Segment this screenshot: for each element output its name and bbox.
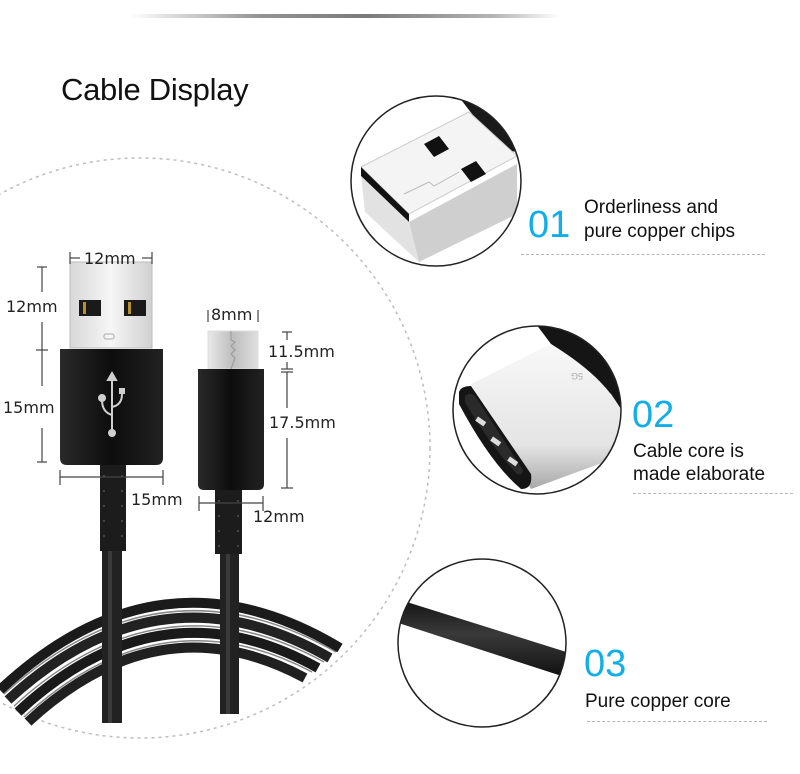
micro-usb-housing-width-label: 12mm	[253, 507, 305, 526]
feature-1-number: 01	[528, 204, 571, 246]
micro-usb-housing	[198, 369, 264, 490]
feature-1-line1: Orderliness and	[584, 197, 719, 218]
micro-usb-housing-length-label: 17.5mm	[269, 413, 336, 432]
usb-icon	[98, 370, 125, 437]
feature-3-line1: Pure copper core	[585, 691, 731, 712]
usb-a-plug-length-label: 12mm	[6, 297, 58, 316]
feature-2-line2: made elaborate	[633, 464, 766, 485]
feature-2-divider	[633, 493, 793, 494]
usb-c-closeup-image: 5G	[452, 325, 622, 495]
svg-text:5G: 5G	[571, 371, 583, 381]
micro-usb-width-label: 8mm	[211, 305, 253, 324]
usb-a-closeup-image	[350, 95, 522, 267]
feature-2-number: 02	[632, 394, 675, 436]
feature-2-line1: Cable core is	[633, 441, 744, 462]
feature-1-divider	[521, 254, 765, 255]
coiled-cable	[0, 597, 343, 726]
usb-a-housing-width-label: 15mm	[131, 490, 183, 509]
usb-a-width-label: 12mm	[84, 249, 136, 268]
micro-usb-plug-length-label: 11.5mm	[268, 342, 335, 361]
dimension-lines	[36, 252, 293, 511]
feature-3-number: 03	[584, 643, 627, 685]
usb-a-housing-length-label: 15mm	[3, 398, 55, 417]
top-divider	[130, 14, 560, 18]
cable-closeup-image	[397, 558, 567, 728]
feature-1-line2: pure copper chips	[584, 221, 736, 242]
feature-3-divider	[587, 721, 767, 722]
page-title: Cable Display	[61, 72, 249, 107]
